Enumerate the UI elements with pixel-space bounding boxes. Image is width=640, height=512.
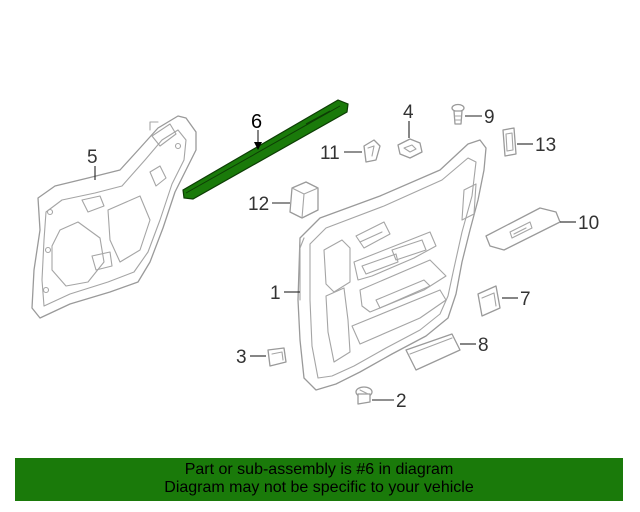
banner-line-1: Part or sub-assembly is #6 in diagram [184, 461, 454, 478]
callout-1: 1 [270, 283, 281, 304]
parts-diagram: 5 6 4 9 13 11 12 [31, 99, 599, 412]
callout-10: 10 [578, 213, 599, 234]
callout-6: 6 [251, 111, 262, 133]
part-10-switch-bezel [485, 207, 561, 251]
part-3-retainer [267, 347, 287, 367]
callout-9: 9 [484, 107, 495, 128]
part-5-door-frame [31, 115, 197, 319]
part-7-trim-insert [477, 285, 501, 317]
part-8-pocket [405, 333, 461, 371]
callout-13: 13 [535, 135, 556, 156]
callout-4: 4 [403, 102, 414, 123]
info-banner: Part or sub-assembly is #6 in diagram Di… [15, 458, 623, 501]
part-13-cover [502, 127, 517, 157]
part-9-push-pin [451, 103, 465, 125]
callout-12: 12 [248, 194, 269, 215]
callout-8: 8 [478, 335, 489, 356]
part-6-belt-weatherstrip [182, 99, 349, 200]
leader-6-arrow [254, 142, 262, 150]
part-4-bracket [397, 138, 423, 159]
callout-5: 5 [87, 147, 98, 168]
part-11-clip [363, 139, 381, 163]
callout-3: 3 [236, 347, 247, 368]
part-2-screw [355, 386, 373, 405]
callout-7: 7 [520, 289, 531, 310]
banner-line-2: Diagram may not be specific to your vehi… [164, 479, 474, 496]
callout-11: 11 [320, 143, 340, 164]
callout-2: 2 [396, 391, 407, 412]
part-12-switch-housing [289, 181, 319, 219]
part-1-door-trim-panel [297, 139, 487, 391]
